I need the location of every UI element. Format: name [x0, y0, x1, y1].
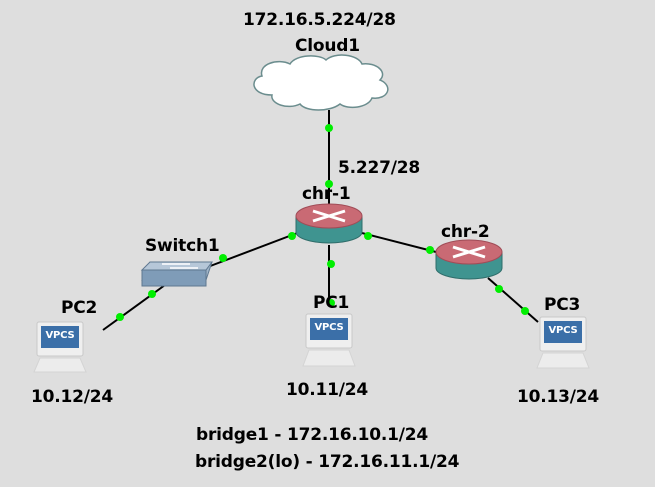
pc3-name-label[interactable]: PC3 [544, 295, 581, 315]
link-status-dot [116, 313, 124, 321]
pc3-screen-label: VPCS [548, 325, 578, 336]
link-status-dot [426, 246, 434, 254]
router-icon[interactable] [295, 203, 363, 244]
link-switch1-pc2[interactable] [102, 284, 166, 331]
pc1-address-label: 10.11/24 [286, 380, 369, 400]
link-status-dot [325, 180, 333, 188]
cloud-icon[interactable] [253, 54, 389, 111]
chr2-name-label[interactable]: chr-2 [441, 222, 490, 242]
pc-icon[interactable] [536, 316, 590, 369]
link-status-dot [325, 124, 333, 132]
pc2-screen-label: VPCS [45, 330, 75, 341]
switch-icon[interactable] [140, 261, 213, 287]
pc2-address-label: 10.12/24 [31, 387, 114, 407]
link-status-dot [327, 260, 335, 268]
link-status-dot [364, 232, 372, 240]
link-status-dot [288, 232, 296, 240]
pc-icon[interactable] [302, 313, 356, 367]
pc1-name-label[interactable]: PC1 [313, 293, 350, 313]
chr1-name-label[interactable]: chr-1 [302, 184, 351, 204]
switch1-name-label[interactable]: Switch1 [145, 236, 220, 256]
bridge1-note: bridge1 - 172.16.10.1/24 [196, 425, 429, 445]
pc-icon[interactable] [33, 321, 87, 373]
cloud-subnet-label: 172.16.5.224/28 [243, 10, 396, 30]
pc2-name-label[interactable]: PC2 [61, 298, 98, 318]
router-icon[interactable] [435, 239, 503, 280]
cloud-name-label[interactable]: Cloud1 [295, 36, 360, 56]
link-status-dot [327, 299, 335, 307]
link-chr1-switch1[interactable] [204, 231, 301, 269]
link-status-dot [521, 307, 529, 315]
link-status-dot [495, 285, 503, 293]
link-status-dot [148, 290, 156, 298]
bridge2-note: bridge2(lo) - 172.16.11.1/24 [195, 452, 460, 472]
pc3-address-label: 10.13/24 [517, 387, 600, 407]
pc1-screen-label: VPCS [314, 322, 344, 333]
link-status-dot [219, 254, 227, 262]
chr1-uplink-address: 5.227/28 [338, 158, 421, 178]
link-chr2-pc3[interactable] [487, 277, 539, 323]
